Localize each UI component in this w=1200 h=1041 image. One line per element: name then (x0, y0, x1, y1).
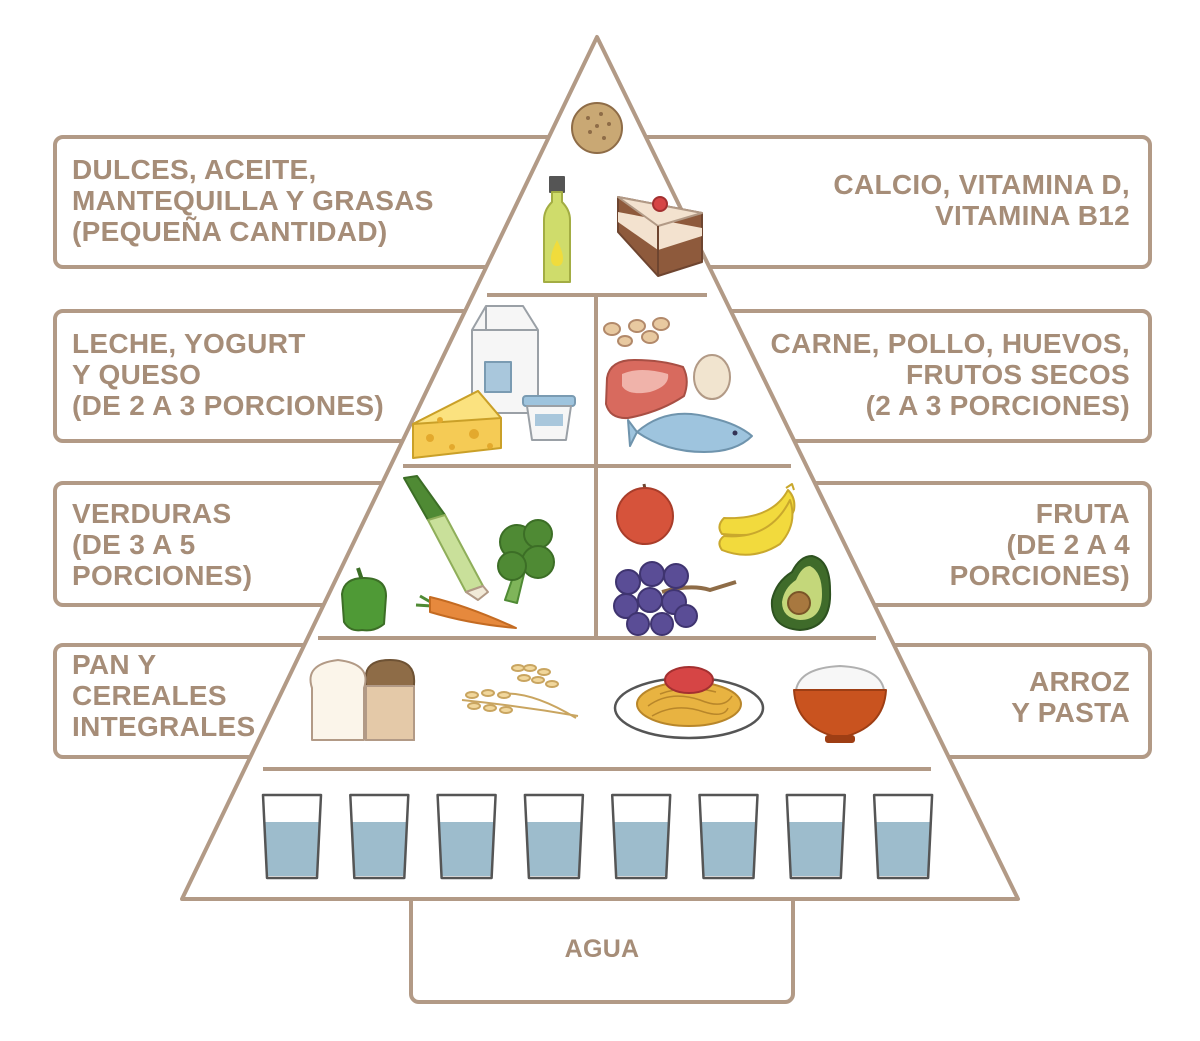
label-fruta: FRUTA (DE 2 A 4 PORCIONES) (950, 498, 1130, 591)
label-proteinas: CARNE, POLLO, HUEVOS, FRUTOS SECOS (2 A … (771, 328, 1130, 421)
label-line: VERDURAS (72, 498, 232, 529)
label-line: CARNE, POLLO, HUEVOS, (770, 328, 1130, 359)
wheat-icon (461, 664, 579, 719)
label-line: VITAMINA B12 (935, 200, 1130, 231)
water-glass-icon (349, 793, 410, 880)
label-line: (DE 3 A 5 (72, 529, 196, 560)
label-pan: PAN Y CEREALES INTEGRALES (72, 649, 255, 742)
label-line: FRUTOS SECOS (905, 359, 1130, 390)
label-line: PORCIONES) (949, 560, 1130, 591)
label-line: CEREALES (72, 680, 227, 711)
label-line: DULCES, ACEITE, (72, 154, 317, 185)
bell-pepper-icon (341, 567, 387, 632)
label-line: CALCIO, VITAMINA D, (833, 169, 1130, 200)
label-lacteos: LECHE, YOGURT Y QUESO (DE 2 A 3 PORCIONE… (72, 328, 384, 421)
egg-icon (693, 354, 731, 400)
label-line: Y QUESO (72, 359, 202, 390)
label-line: Y PASTA (1011, 697, 1130, 728)
box-dulces (53, 135, 603, 269)
label-line: (DE 2 A 3 PORCIONES) (72, 390, 384, 421)
apple-icon (616, 483, 674, 545)
nuts-icon (603, 317, 670, 347)
label-line: PORCIONES) (72, 560, 253, 591)
label-dulces: DULCES, ACEITE, MANTEQUILLA Y GRASAS (PE… (72, 154, 434, 247)
label-line: PAN Y (72, 649, 157, 680)
carrot-icon (415, 594, 517, 629)
label-verduras: VERDURAS (DE 3 A 5 PORCIONES) (72, 498, 252, 591)
olive-oil-bottle-icon (543, 176, 571, 283)
water-glass-icon (436, 793, 497, 880)
grapes-icon (613, 561, 737, 636)
label-arroz: ARROZ Y PASTA (1011, 666, 1130, 728)
label-line: LECHE, YOGURT (72, 328, 306, 359)
water-glass-icon (785, 793, 847, 880)
water-glass-icon (610, 793, 672, 880)
water-glass-icon (872, 793, 934, 880)
leek-icon (403, 475, 489, 601)
label-line: (PEQUEÑA CANTIDAD) (72, 216, 388, 247)
water-glass-icon (523, 793, 585, 880)
broccoli-icon (497, 519, 555, 604)
label-line: MANTEQUILLA Y GRASAS (72, 185, 434, 216)
rice-bowl-icon (793, 665, 887, 743)
steak-icon (605, 359, 688, 420)
avocado-icon (770, 555, 832, 631)
water-glasses (261, 793, 934, 880)
cheese-icon (412, 390, 502, 459)
cookie-icon (571, 102, 623, 154)
label-line: (DE 2 A 4 (1006, 529, 1130, 560)
water-glass-icon (698, 793, 759, 880)
label-line: AGUA (564, 935, 640, 963)
label-line: (2 A 3 PORCIONES) (865, 390, 1130, 421)
bread-icon (309, 659, 416, 741)
banana-icon (718, 483, 796, 556)
yogurt-icon (522, 395, 576, 441)
fish-icon (627, 412, 753, 453)
label-calcio: CALCIO, VITAMINA D, VITAMINA B12 (833, 169, 1130, 231)
label-line: INTEGRALES (72, 711, 256, 742)
label-line: ARROZ (1028, 666, 1130, 697)
spaghetti-plate-icon (613, 666, 765, 740)
cake-slice-icon (617, 196, 703, 277)
label-agua: AGUA (409, 934, 795, 965)
water-glass-icon (261, 793, 323, 880)
label-line: FRUTA (1035, 498, 1130, 529)
